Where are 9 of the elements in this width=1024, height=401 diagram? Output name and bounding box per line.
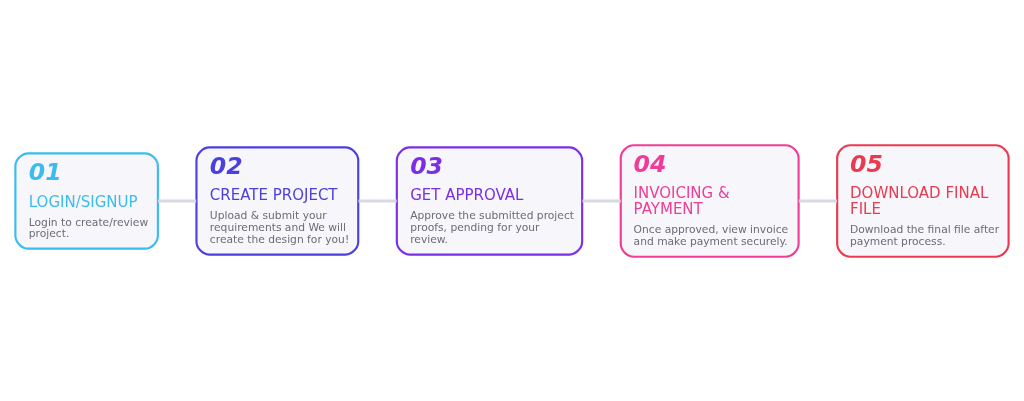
connector	[798, 198, 838, 203]
node-box: 01 LOGIN/SIGNUP Login to create/review project.	[14, 151, 159, 250]
node-box: 03 GET APPROVAL Approve the submitted project proofs, pending for your review.	[395, 145, 584, 256]
node-box: 04 INVOICING & PAYMENT Once approved, view invoice and make payment securely.	[619, 143, 800, 258]
node-box: 02 CREATE PROJECT Upload & submit your requirements and We will create the design for you!	[195, 145, 360, 256]
node-box: 05 DOWNLOAD FINAL FILE Download the final file after payment process.	[836, 143, 1010, 258]
connector	[358, 198, 397, 203]
connector	[582, 198, 621, 203]
connector	[157, 198, 197, 203]
